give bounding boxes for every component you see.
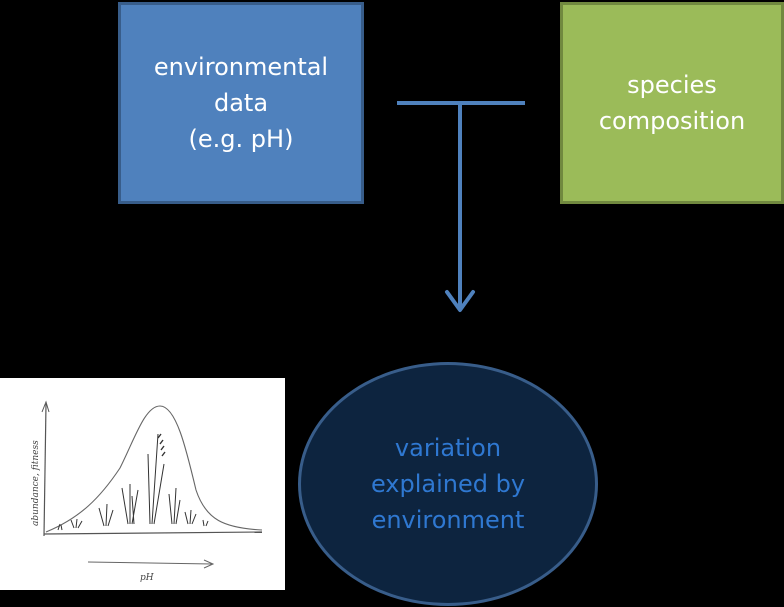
- sketch-y-axis-arrow-icon: [41, 400, 50, 413]
- sketch-x-axis-label: pH: [140, 573, 154, 583]
- variation-line-2: explained by: [370, 470, 526, 498]
- species-composition-line-2: composition: [598, 107, 746, 135]
- sketch-x-axis: [43, 531, 263, 535]
- sketch-ph-arrow-head-icon: [203, 559, 215, 569]
- sketch-y-axis-label: abundance, fitness: [31, 440, 41, 526]
- variation-line-3: environment: [371, 506, 525, 534]
- environmental-data-line-2: data: [213, 89, 269, 117]
- sketch-ph-arrow-line: [87, 561, 213, 565]
- environmental-data-line-1: environmental: [153, 53, 329, 81]
- sketch-y-axis: [43, 403, 47, 537]
- environmental-data-box: environmental data (e.g. pH): [118, 2, 364, 204]
- species-composition-box: species composition: [560, 2, 784, 204]
- species-composition-line-1: species: [627, 71, 717, 99]
- variation-line-1: variation: [394, 434, 502, 462]
- environmental-data-line-3: (e.g. pH): [188, 125, 294, 153]
- response-curve-drawing: abundance, fitness pH: [31, 400, 263, 583]
- sketch-plants: [57, 433, 209, 531]
- variation-explained-ellipse: variation explained by environment: [298, 362, 598, 606]
- arrow-head-icon: [445, 290, 475, 312]
- species-response-sketch-image: abundance, fitness pH: [0, 378, 285, 590]
- sketch-response-curve: [45, 405, 263, 533]
